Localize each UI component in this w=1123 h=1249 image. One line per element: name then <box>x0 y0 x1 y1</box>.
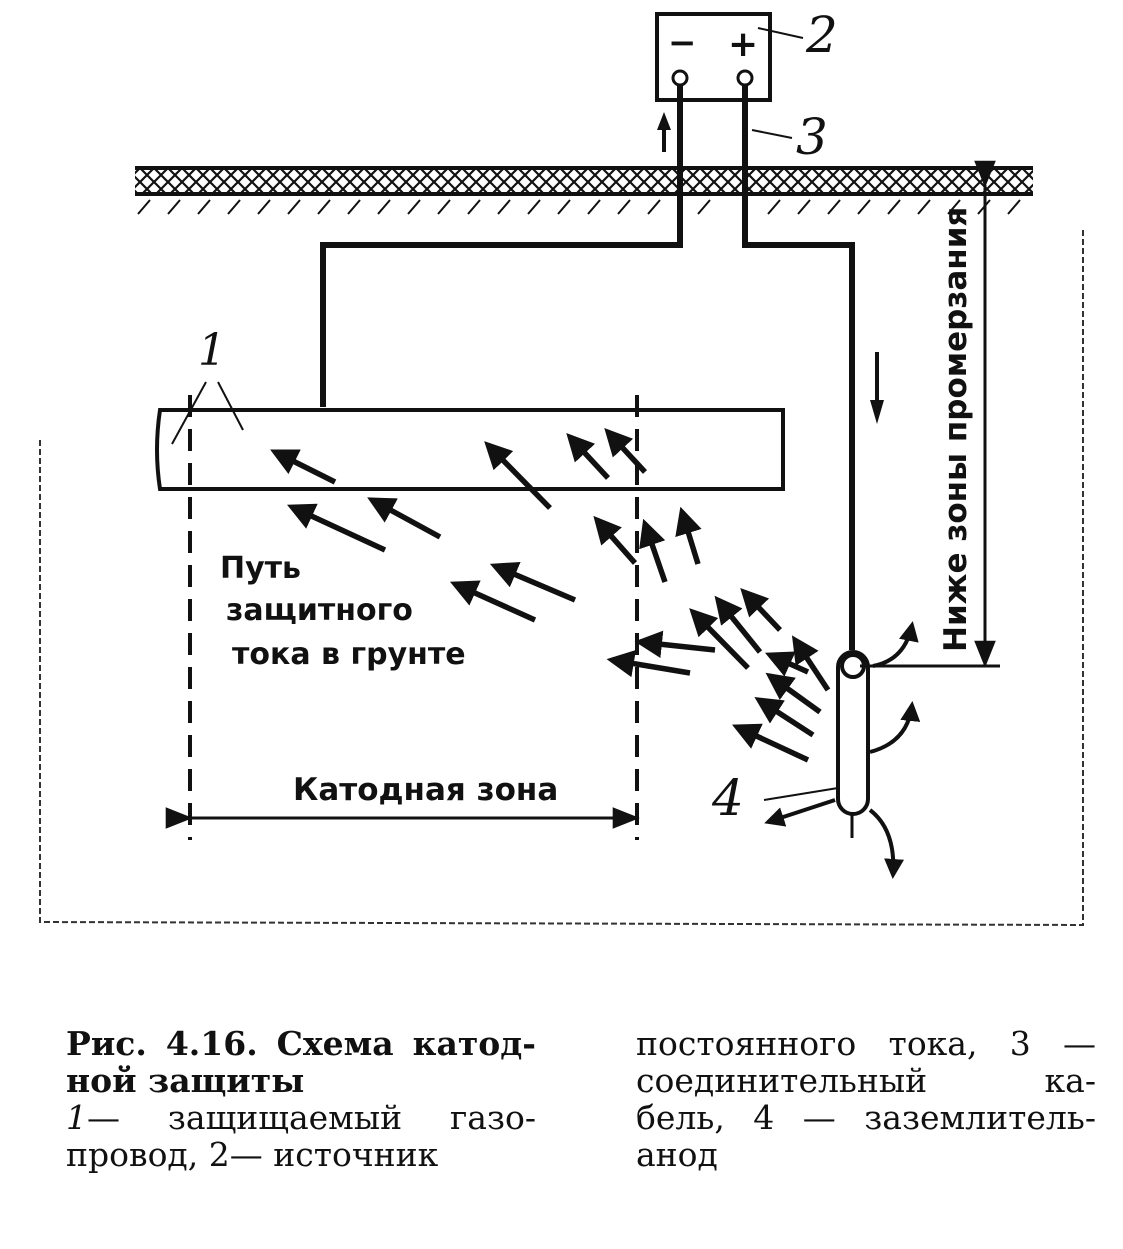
caption-item-text: — защищаемый газо- <box>87 1098 536 1137</box>
cathode-zone-boundaries <box>188 395 639 840</box>
cable-to-anode <box>742 85 855 650</box>
ground-surface <box>135 166 1033 215</box>
frost-depth-dimension <box>860 160 1000 668</box>
caption-title-line-2: ной защиты <box>66 1061 305 1100</box>
caption-title-line-1: Рис. 4.16. Схема катод- <box>66 1024 536 1063</box>
caption-right: постоянного тока, 3 — соединительный ка-… <box>636 1025 1096 1173</box>
label-anode-number: 4 <box>711 769 744 827</box>
cathodic-protection-diagram: − + <box>39 6 1084 927</box>
label-source-number: 2 <box>805 6 838 64</box>
caption-item-line: 1— защищаемый газо- <box>66 1099 536 1136</box>
label-current-path-line-3: тока в грунте <box>232 637 466 672</box>
label-pipeline-number: 1 <box>198 325 226 376</box>
caption-item-number: 1 <box>66 1098 87 1137</box>
soil-boundary <box>39 230 1084 927</box>
caption-item-line: соединительный ка- <box>636 1061 1096 1100</box>
cable-to-pipeline <box>320 85 683 407</box>
power-source: − + <box>655 12 772 102</box>
minus-terminal-sign: − <box>668 23 697 63</box>
caption-item-line: анод <box>636 1135 718 1174</box>
caption-item-line: бель, 4 — заземлитель- <box>636 1098 1096 1137</box>
caption-left: Рис. 4.16. Схема катод- ной защиты 1— за… <box>66 1025 536 1173</box>
current-direction-arrow-up <box>657 112 671 152</box>
soil-current-arrows <box>270 427 831 763</box>
caption-item-line: постоянного тока, 3 — <box>636 1024 1096 1063</box>
current-direction-arrow-down <box>870 352 884 424</box>
label-below-frost-zone: Ниже зоны промерзания <box>938 207 974 652</box>
label-cathode-zone: Катодная зона <box>293 772 558 808</box>
caption-item-line: провод, 2— источник <box>66 1135 439 1174</box>
ground-anode <box>836 650 870 816</box>
label-cable-number: 3 <box>796 108 828 166</box>
label-current-path-line-1: Путь <box>220 551 301 586</box>
plus-terminal-sign: + <box>728 24 758 65</box>
protected-gas-pipeline <box>155 408 785 491</box>
label-current-path-line-2: защитного <box>226 593 413 628</box>
